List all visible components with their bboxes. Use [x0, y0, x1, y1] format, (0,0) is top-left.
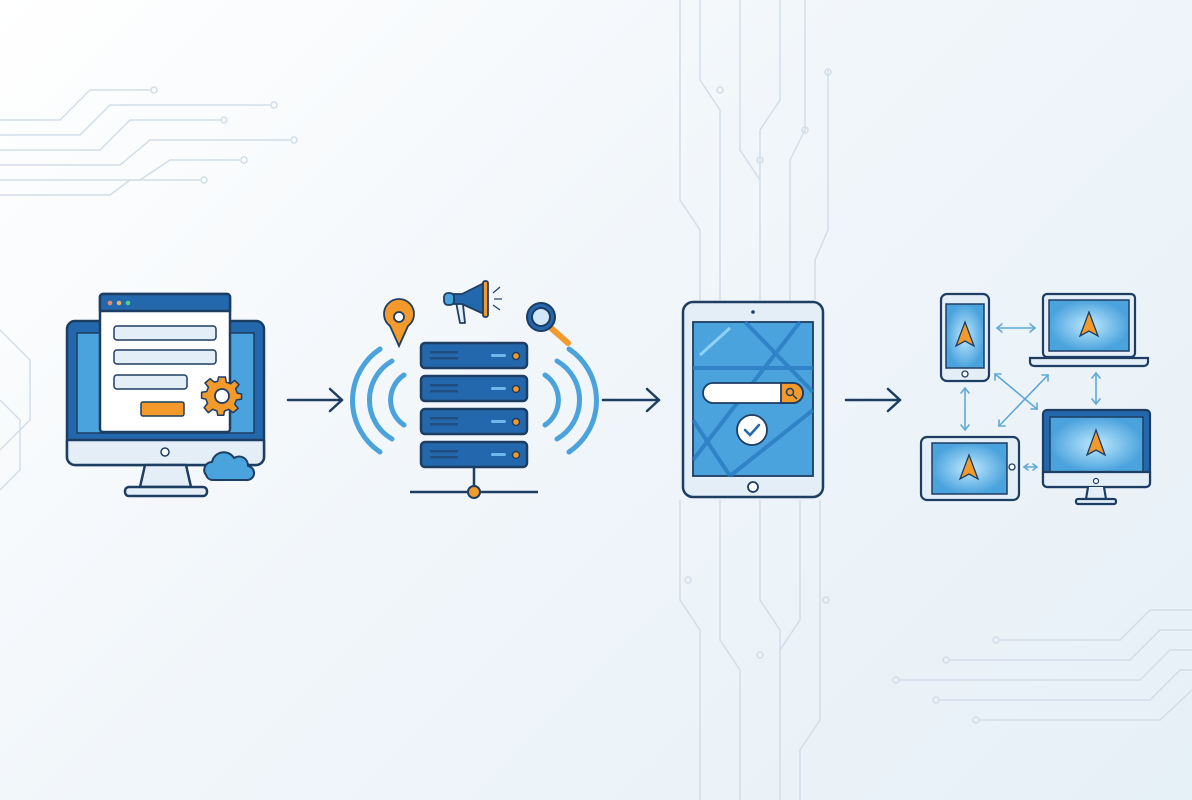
server-units	[419, 341, 529, 469]
sync-arrows	[960, 323, 1101, 471]
arrow-right-icon	[286, 387, 344, 413]
multi-device-sync-icon	[919, 292, 1152, 506]
landscape-tablet-icon	[919, 435, 1021, 502]
checkmark-icon	[736, 414, 768, 446]
location-pin-icon	[383, 298, 415, 349]
gear-icon	[200, 376, 243, 417]
search-bar-icon	[702, 382, 804, 404]
megaphone-icon	[443, 280, 502, 324]
monitor-icon	[1041, 408, 1152, 506]
cloud-icon	[203, 451, 256, 482]
desktop-web-form-icon	[65, 292, 266, 498]
magnifier-icon	[526, 302, 571, 346]
phone-icon	[939, 292, 991, 383]
server-rack-icon	[410, 341, 538, 499]
arrow-right-icon	[601, 387, 661, 413]
arrow-right-icon	[844, 387, 902, 413]
tablet-map-search-icon	[681, 300, 825, 499]
browser-window	[98, 292, 232, 434]
laptop-icon	[1028, 292, 1150, 368]
signal-waves-icon	[350, 346, 599, 455]
